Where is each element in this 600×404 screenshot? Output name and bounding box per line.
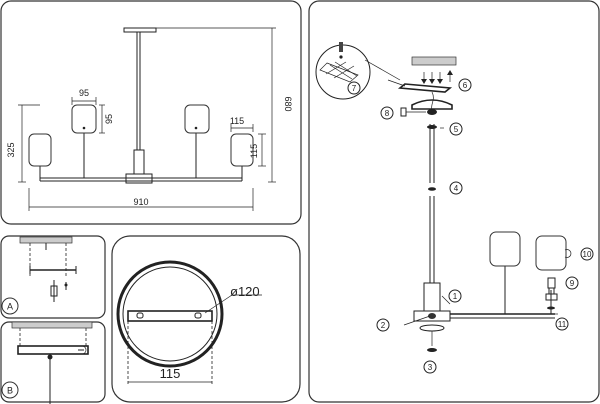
step-5-label: 5 bbox=[454, 125, 459, 134]
assembly-hub bbox=[413, 310, 451, 322]
panel-mount-a bbox=[0, 235, 106, 319]
step-7-badge bbox=[347, 81, 361, 95]
step-3-badge bbox=[423, 360, 437, 374]
mount-a-label: A bbox=[7, 302, 13, 312]
assembly-body bbox=[423, 282, 441, 312]
dim-total-height: 680 bbox=[283, 96, 293, 111]
lamp-front-view bbox=[28, 27, 254, 184]
step-badges: 1 2 3 4 5 6 7 8 9 10 11 bbox=[347, 78, 594, 374]
mount-b-badge bbox=[1, 381, 19, 399]
mount-a-badge bbox=[1, 297, 19, 315]
bracket bbox=[397, 83, 453, 93]
shade-outer-right bbox=[230, 133, 254, 167]
dimension-lines bbox=[18, 27, 276, 211]
shade-outer-left bbox=[28, 133, 52, 167]
step-5-badge bbox=[449, 122, 463, 136]
step-10-label: 10 bbox=[583, 250, 592, 259]
step-4-label: 4 bbox=[454, 184, 459, 193]
mount-a-drawing bbox=[19, 236, 77, 302]
step-4-badge bbox=[449, 181, 463, 195]
panel-dimensions bbox=[0, 0, 302, 225]
center-body bbox=[133, 149, 145, 175]
panel-canopy bbox=[111, 235, 301, 403]
step-1-badge bbox=[448, 289, 462, 303]
step-7-label: 7 bbox=[352, 84, 357, 93]
step-8-label: 8 bbox=[385, 109, 390, 118]
zoom-callout bbox=[315, 42, 401, 100]
step-3-label: 3 bbox=[428, 363, 433, 372]
canopy-outer-ring bbox=[116, 260, 224, 368]
step-9-badge bbox=[565, 276, 579, 290]
canopy-width: 115 bbox=[160, 366, 181, 381]
dim-shade-width: 115 bbox=[230, 116, 244, 126]
ceiling-canopy bbox=[123, 27, 157, 33]
dim-top-arm-width: 95 bbox=[79, 88, 89, 98]
assembly-drawing bbox=[387, 56, 572, 352]
step-6-label: 6 bbox=[463, 81, 468, 90]
step-9-label: 9 bbox=[570, 279, 575, 288]
canopy-drawing bbox=[116, 260, 262, 385]
mount-b-label: B bbox=[7, 386, 13, 396]
dim-side-height: 325 bbox=[6, 142, 16, 157]
ceiling-block bbox=[411, 56, 457, 66]
canopy-diameter: ø120 bbox=[230, 284, 260, 299]
step-2-badge bbox=[376, 318, 390, 332]
shade-inner-left bbox=[71, 104, 97, 134]
shade-inner-right bbox=[184, 104, 210, 134]
dim-top-arm-height: 95 bbox=[104, 114, 114, 124]
dim-shade-height: 115 bbox=[249, 144, 259, 158]
assembly-canopy bbox=[411, 99, 453, 110]
mounting-bar bbox=[127, 310, 213, 322]
step-10-badge bbox=[580, 247, 594, 261]
step-11-label: 11 bbox=[558, 320, 567, 329]
step-11-badge bbox=[555, 317, 569, 331]
cap-plate bbox=[419, 324, 445, 332]
panel-assembly bbox=[308, 0, 600, 403]
step-1-label: 1 bbox=[453, 292, 458, 301]
step-6-badge bbox=[458, 78, 472, 92]
mount-b-drawing bbox=[11, 321, 93, 404]
step-2-label: 2 bbox=[381, 321, 386, 330]
assembly-shade-left bbox=[489, 231, 521, 267]
dim-total-width: 910 bbox=[133, 197, 148, 207]
canopy-inner-ring bbox=[122, 266, 218, 362]
step-8-badge bbox=[380, 106, 394, 120]
assembly-shade-right bbox=[535, 235, 567, 271]
